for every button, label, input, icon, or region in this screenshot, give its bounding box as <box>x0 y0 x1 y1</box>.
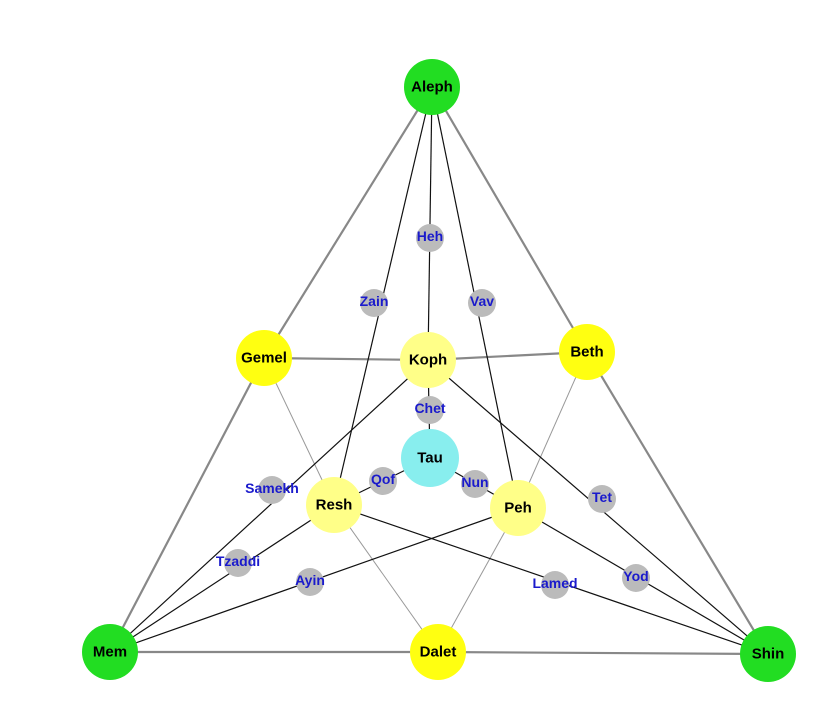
path-node-circle <box>258 476 286 504</box>
edge-gemel-mem <box>109 357 265 653</box>
node-label: Aleph <box>411 79 453 96</box>
path-samekh-line <box>109 359 429 653</box>
node-label: Resh <box>316 497 353 514</box>
node-tau[interactable]: Tau <box>401 429 459 487</box>
node-resh[interactable]: Resh <box>306 477 362 533</box>
path-label: Vav <box>470 293 494 309</box>
path-label: Chet <box>414 400 445 416</box>
path-node-tet[interactable]: Tet <box>588 485 616 513</box>
path-heh-line <box>427 86 433 361</box>
path-label: Qof <box>371 471 395 487</box>
edge-aleph-beth <box>431 86 588 353</box>
node-beth[interactable]: Beth <box>559 324 615 380</box>
path-node-circle <box>468 289 496 317</box>
path-node-circle <box>416 224 444 252</box>
node-circle <box>404 59 460 115</box>
node-circle <box>306 477 362 533</box>
path-node-circle <box>296 568 324 596</box>
path-label: Yod <box>623 568 648 584</box>
node-peh[interactable]: Peh <box>490 480 546 536</box>
node-circle <box>401 429 459 487</box>
path-node-zain[interactable]: Zain <box>360 289 389 317</box>
edge-dalet-shin <box>437 650 769 656</box>
path-node-circle <box>461 470 489 498</box>
path-node-yod[interactable]: Yod <box>622 564 650 592</box>
path-node-vav[interactable]: Vav <box>468 289 496 317</box>
path-node-circle <box>588 485 616 513</box>
path-label: Nun <box>461 474 488 490</box>
node-koph[interactable]: Koph <box>400 332 456 388</box>
path-node-ayin[interactable]: Ayin <box>295 568 325 596</box>
path-node-heh[interactable]: Heh <box>416 224 444 252</box>
node-aleph[interactable]: Aleph <box>404 59 460 115</box>
edge-beth-peh <box>517 351 588 509</box>
node-label: Dalet <box>420 644 457 661</box>
node-circle <box>410 624 466 680</box>
path-node-tzaddi[interactable]: Tzaddi <box>216 549 260 577</box>
node-circle <box>400 332 456 388</box>
node-shin[interactable]: Shin <box>740 626 796 682</box>
path-label: Samekh <box>245 480 299 496</box>
path-label: Lamed <box>532 575 577 591</box>
path-node-nun[interactable]: Nun <box>461 470 489 498</box>
node-label: Koph <box>409 352 447 369</box>
edge-resh-dalet <box>333 504 439 653</box>
node-circle <box>490 480 546 536</box>
path-tzaddi-line <box>109 504 335 653</box>
node-label: Mem <box>93 644 127 661</box>
path-node-circle <box>360 289 388 317</box>
edge-beth-shin <box>586 351 769 655</box>
path-label: Tet <box>592 489 612 505</box>
path-label: Tzaddi <box>216 553 260 569</box>
edge-aleph-gemel <box>263 86 433 359</box>
node-label: Peh <box>504 500 532 517</box>
node-mem[interactable]: Mem <box>82 624 138 680</box>
path-node-samekh[interactable]: Samekh <box>245 476 299 504</box>
path-node-circle <box>224 549 252 577</box>
path-label: Zain <box>360 293 389 309</box>
path-node-circle <box>622 564 650 592</box>
node-gemel[interactable]: Gemel <box>236 330 292 386</box>
node-dalet[interactable]: Dalet <box>410 624 466 680</box>
path-label: Heh <box>417 228 443 244</box>
path-node-circle <box>369 467 397 495</box>
node-label: Shin <box>752 646 785 663</box>
node-label: Tau <box>417 450 443 467</box>
path-label: Ayin <box>295 572 325 588</box>
node-label: Beth <box>570 344 603 361</box>
path-node-lamed[interactable]: Lamed <box>532 571 578 599</box>
node-label: Gemel <box>241 350 287 367</box>
node-circle <box>236 330 292 386</box>
node-circle <box>82 624 138 680</box>
path-node-chet[interactable]: Chet <box>414 396 446 424</box>
path-node-circle <box>541 571 569 599</box>
node-circle <box>559 324 615 380</box>
path-node-qof[interactable]: Qof <box>369 467 397 495</box>
node-circle <box>740 626 796 682</box>
path-node-circle <box>416 396 444 424</box>
